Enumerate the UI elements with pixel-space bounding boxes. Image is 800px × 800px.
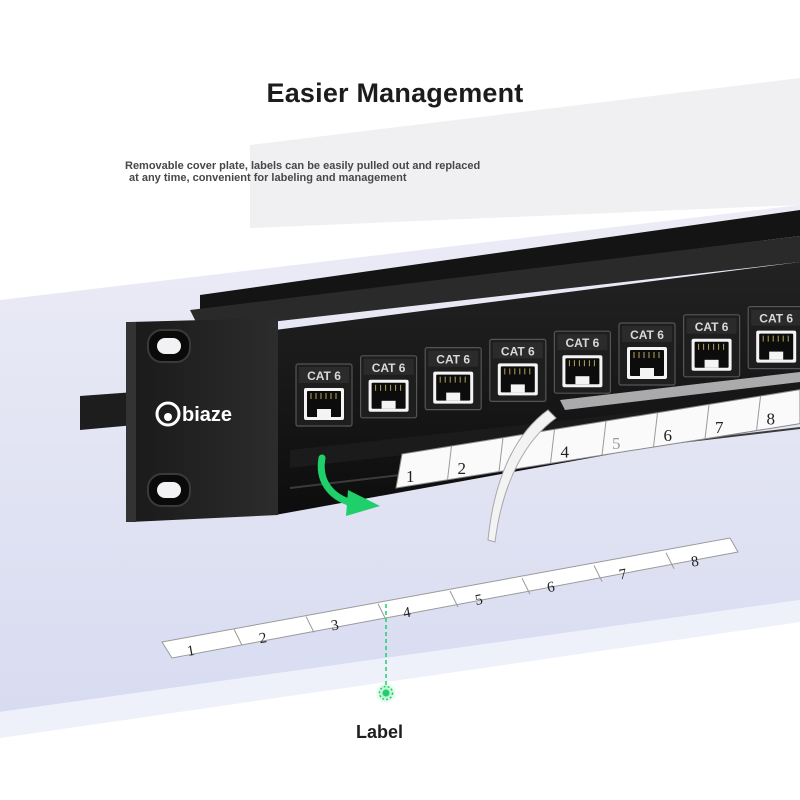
keystone-port: CAT 6 [295,363,353,427]
port-type-label: CAT 6 [695,320,729,334]
panel-label-number: 7 [715,418,724,437]
back-wall-shade [250,78,800,228]
keystone-port: CAT 6 [553,330,612,394]
panel-label-number: 8 [767,410,776,429]
mounting-ear-edge [126,322,136,522]
port-type-label: CAT 6 [759,312,793,326]
loose-label-number: 5 [474,592,484,609]
keystone-port: CAT 6 [618,322,676,386]
port-type-label: CAT 6 [566,336,600,350]
port-type-label: CAT 6 [372,361,406,375]
loose-label-number: 3 [330,617,340,634]
port-type-label: CAT 6 [630,328,664,342]
mounting-hole-bottom [147,473,191,507]
mounting-ear [130,318,278,522]
loose-label-number: 4 [402,605,413,622]
panel-label-number: 2 [458,459,467,478]
description-line-2: at any time, convenient for labeling and… [129,172,407,184]
panel-label-number: 4 [561,442,570,461]
loose-label-number: 2 [258,630,268,647]
page-title: Easier Management [266,78,524,108]
location-dot-icon [375,682,397,704]
keystone-port: CAT 6 [424,347,482,411]
label-callout: Label [356,722,404,742]
keystone-port: CAT 6 [747,306,800,370]
loose-label-strip: 1 2 3 4 5 6 7 8 [161,537,739,660]
port-row: CAT 6 CAT 6 CAT 6 CAT 6 CAT 6 CAT 6 CAT 6 CAT 6 [295,306,800,427]
arrow-icon [317,454,380,516]
keystone-port: CAT 6 [360,355,418,419]
loose-label-number: 1 [186,643,196,660]
panel-rear-flange [80,392,135,430]
brand-logo: biaze [155,401,232,427]
port-type-label: CAT 6 [436,353,470,367]
brand-name: biaze [182,404,232,426]
loose-label-number: 6 [546,579,557,596]
panel-top-face [190,236,800,330]
loose-label-number: 8 [690,554,700,571]
panel-label-number: 5 [612,434,621,453]
clear-cover-film [487,409,557,543]
loose-label-number: 7 [618,566,629,583]
panel-label-number: 6 [664,426,673,445]
panel-label-number: 1 [406,467,415,486]
keystone-port: CAT 6 [489,338,547,402]
panel-top-lip [200,210,800,310]
port-type-label: CAT 6 [501,344,535,358]
table-edge [0,600,800,738]
keystone-port: CAT 6 [682,314,741,378]
description-line-1: Removable cover plate, labels can be eas… [125,160,481,172]
port-type-label: CAT 6 [307,369,341,383]
mounting-hole-top [147,329,191,363]
